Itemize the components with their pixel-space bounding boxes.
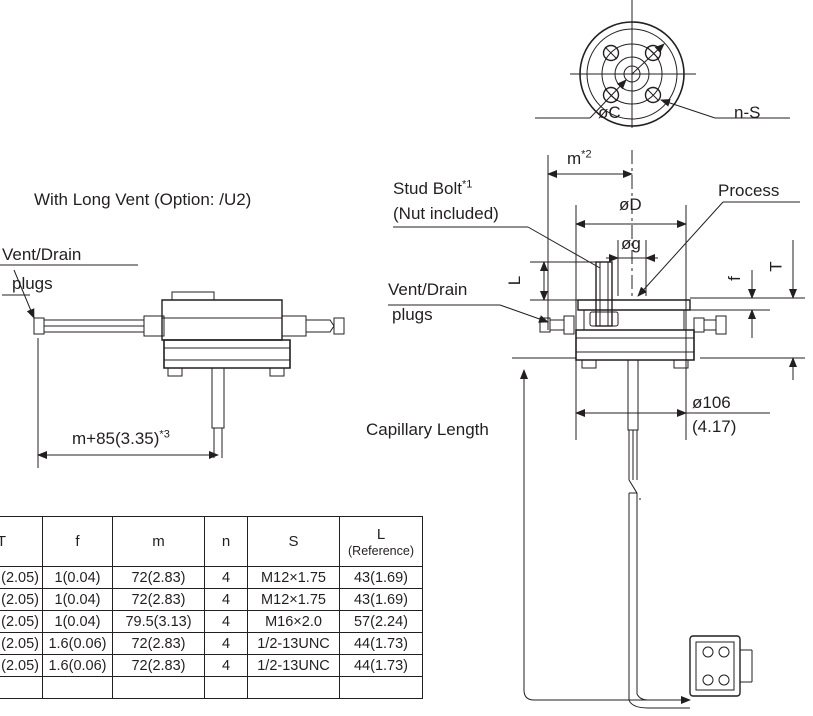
plugs-right-label: plugs	[392, 305, 433, 324]
t-dim-label: T	[766, 261, 786, 272]
table-header-row: T f m n S L(Reference)	[0, 516, 423, 567]
table-cell: 4	[204, 610, 248, 633]
m-dim-label: m*2	[567, 148, 592, 168]
table-cell	[112, 676, 205, 699]
table-cell	[204, 676, 248, 699]
plugs-left-label: plugs	[12, 274, 53, 293]
table-cell: M16×2.0	[247, 610, 340, 633]
table-cell: (2.05)	[0, 588, 43, 611]
vent-drain-right-label: Vent/Drain	[388, 280, 468, 299]
table-cell	[0, 676, 43, 699]
dimension-table: T f m n S L(Reference) (2.05)1(0.04)72(2…	[0, 516, 423, 699]
header-n: n	[204, 516, 248, 567]
header-s: S	[247, 516, 340, 567]
stud-bolt-label: Stud Bolt*1	[393, 178, 473, 198]
table-cell: 1.6(0.06)	[42, 654, 113, 677]
phi-106-inch-label: (4.17)	[692, 417, 737, 436]
table-cell: 44(1.73)	[339, 632, 423, 655]
diaphragm-seal-side-view-icon	[388, 150, 805, 709]
table-cell: 1(0.04)	[42, 566, 113, 589]
table-cell: 72(2.83)	[112, 654, 205, 677]
capillary-length-label: Capillary Length	[366, 420, 489, 439]
table-cell: 72(2.83)	[112, 566, 205, 589]
table-cell: 57(2.24)	[339, 610, 423, 633]
l-dim-label: L	[505, 275, 525, 286]
table-cell: (2.05)	[0, 654, 43, 677]
table-cell: 4	[204, 566, 248, 589]
option-title: With Long Vent (Option: /U2)	[34, 190, 252, 209]
table-cell: (2.05)	[0, 610, 43, 633]
table-cell: 72(2.83)	[112, 632, 205, 655]
table-cell: 1(0.04)	[42, 610, 113, 633]
long-vent-assembly-icon	[0, 264, 345, 468]
table-cell: 43(1.69)	[339, 588, 423, 611]
table-cell	[42, 676, 113, 699]
header-f: f	[42, 516, 113, 567]
process-label: Process	[718, 181, 780, 200]
nut-included-label: (Nut included)	[393, 204, 499, 223]
table-cell: 1/2-13UNC	[247, 654, 340, 677]
table-cell: 1(0.04)	[42, 588, 113, 611]
table-cell: 1.6(0.06)	[42, 632, 113, 655]
phi-c-label: øC	[598, 103, 621, 122]
flange-top-view-icon	[535, 0, 790, 128]
header-m: m	[112, 516, 205, 567]
f-dim-label: f	[724, 276, 744, 281]
table-cell: 1/2-13UNC	[247, 632, 340, 655]
table-cell	[339, 676, 423, 699]
table-cell: 4	[204, 588, 248, 611]
table-cell: M12×1.75	[247, 588, 340, 611]
header-t: T	[0, 516, 43, 567]
header-l: L(Reference)	[339, 516, 423, 567]
m-plus-85-label: m+85(3.35)*3	[72, 428, 170, 448]
phi-g-label: øg	[621, 234, 641, 253]
table-cell: 4	[204, 654, 248, 677]
table-cell: 4	[204, 632, 248, 655]
phi-106-label: ø106	[692, 393, 731, 412]
phi-d-label: øD	[619, 195, 642, 214]
table-cell: M12×1.75	[247, 566, 340, 589]
table-cell: 79.5(3.13)	[112, 610, 205, 633]
table-row	[0, 676, 423, 699]
n-s-label: n-S	[734, 103, 761, 122]
table-cell: 72(2.83)	[112, 588, 205, 611]
table-cell: 44(1.73)	[339, 654, 423, 677]
table-cell: (2.05)	[0, 632, 43, 655]
vent-drain-left-label: Vent/Drain	[2, 245, 82, 264]
table-cell	[247, 676, 340, 699]
table-cell: 43(1.69)	[339, 566, 423, 589]
table-cell: (2.05)	[0, 566, 43, 589]
